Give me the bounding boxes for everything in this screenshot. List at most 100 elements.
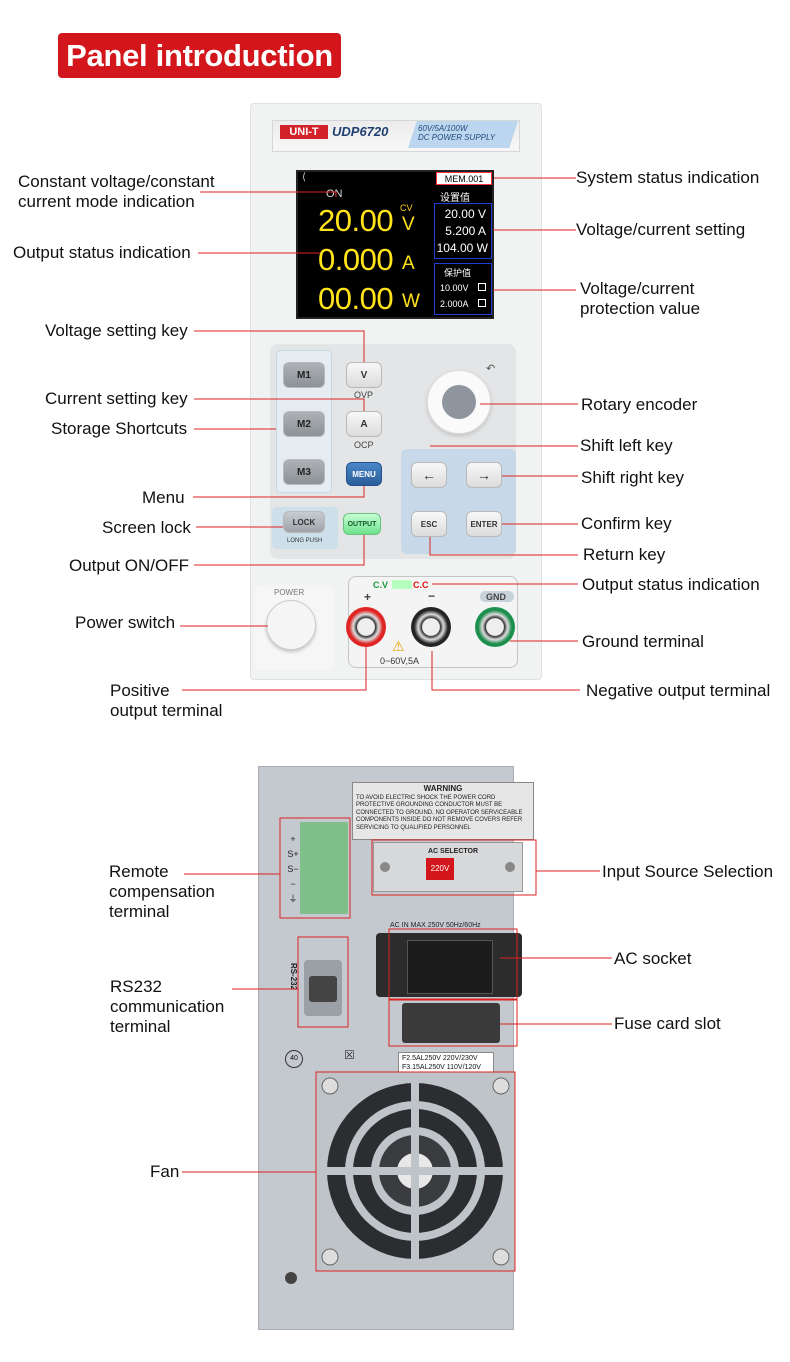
encoder-icon: ↶ <box>486 363 496 375</box>
label-ground: Ground terminal <box>582 632 704 651</box>
label-menu: Menu <box>142 488 185 507</box>
voltage-reading: 20.00 <box>318 203 394 238</box>
fuse-slot[interactable] <box>402 1003 500 1043</box>
label-input-source: Input Source Selection <box>602 862 774 881</box>
warning-label: WARNING TO AVOID ELECTRIC SHOCK THE POWE… <box>352 782 534 840</box>
output-status: ON <box>326 188 343 200</box>
ac-selector-switch[interactable]: 220V <box>426 858 454 880</box>
esc-button[interactable]: ESC <box>411 511 447 537</box>
terminal-labels: + S+ S− − ⏚ <box>287 834 299 904</box>
ocp-label: OCP <box>354 440 374 450</box>
negative-terminal[interactable] <box>411 607 451 647</box>
m1-button[interactable]: M1 <box>283 362 325 388</box>
m3-button[interactable]: M3 <box>283 459 325 485</box>
enter-button[interactable]: ENTER <box>466 511 502 537</box>
label-remote: Remote compensation terminal <box>109 862 215 921</box>
power-label: POWER <box>274 588 305 597</box>
ac-in-label: AC IN MAX 250V 50Hz/60Hz <box>390 922 481 929</box>
protection-title: 保护值 <box>444 268 472 278</box>
set-voltage: 20.00 V <box>444 207 486 221</box>
cv-led <box>392 580 412 589</box>
set-title: 设置值 <box>440 193 470 204</box>
ac-selector-title: AC SELECTOR <box>428 848 479 855</box>
protection-voltage: 10.00V <box>440 283 469 293</box>
label-power-switch: Power switch <box>75 613 176 632</box>
warning-title: WARNING <box>423 784 463 793</box>
spec-line2: DC POWER SUPPLY <box>418 133 496 142</box>
socket-inlet <box>407 940 493 994</box>
cv-indicator: C.V <box>373 580 389 590</box>
label-vc-setting: Voltage/current setting <box>576 220 746 239</box>
range-label: 0~60V,5A <box>380 656 419 666</box>
label-voltage-key: Voltage setting key <box>45 321 188 340</box>
brand-logo: UNI-T <box>280 125 328 139</box>
label-confirm: Confirm key <box>581 514 672 533</box>
model-name: UDP6720 <box>332 124 389 139</box>
label-output-status-2: Output status indication <box>582 575 760 594</box>
spec-badge: 60V/5A/100W DC POWER SUPPLY <box>408 121 518 148</box>
label-rs232: RS232 communication terminal <box>110 977 225 1036</box>
long-push-label: LONG PUSH <box>287 538 323 544</box>
shift-left-button[interactable]: ← <box>411 462 447 488</box>
checkbox-icon <box>478 283 486 291</box>
label-fuse: Fuse card slot <box>614 1014 721 1033</box>
label-shift-right: Shift right key <box>581 468 684 487</box>
weee-icon: ☒ <box>344 1048 355 1062</box>
label-vc-protection: Voltage/current protection value <box>580 279 701 318</box>
m2-button[interactable]: M2 <box>283 411 325 437</box>
mode-indicator: CV <box>400 203 413 213</box>
voltage-unit: V <box>402 214 415 235</box>
memory-indicator: MEM.001 <box>436 172 492 185</box>
label-cv-cc-mode: Constant voltage/constant current mode i… <box>18 172 215 211</box>
current-unit: A <box>402 253 415 274</box>
fan-icon <box>321 1077 510 1266</box>
cc-indicator: C.C <box>413 580 429 590</box>
minus-label: − <box>428 589 436 603</box>
lock-button[interactable]: LOCK <box>283 511 325 533</box>
back-arrow-icon: ⟨ <box>302 172 306 183</box>
label-rotary: Rotary encoder <box>581 395 698 414</box>
label-output-status: Output status indication <box>13 243 191 262</box>
current-button[interactable]: A <box>346 411 382 437</box>
power-unit: W <box>402 291 420 312</box>
menu-button[interactable]: MENU <box>346 462 382 486</box>
power-switch[interactable] <box>266 600 316 650</box>
fuse-line2: F3.15AL250V 110V/120V <box>402 1064 481 1071</box>
gnd-badge <box>480 591 514 602</box>
output-button[interactable]: OUTPUT <box>343 513 381 535</box>
protection-current: 2.000A <box>440 299 469 309</box>
label-shift-left: Shift left key <box>580 436 673 455</box>
positive-terminal[interactable] <box>346 607 386 647</box>
page-title: Panel introduction <box>58 33 341 78</box>
set-power: 104.00 W <box>436 241 488 255</box>
label-storage: Storage Shortcuts <box>51 419 188 438</box>
current-reading: 0.000 <box>318 242 394 277</box>
label-positive: Positive output terminal <box>110 681 223 720</box>
label-output-onoff: Output ON/OFF <box>69 556 189 575</box>
gnd-label: GND <box>486 592 506 602</box>
shift-right-button[interactable]: → <box>466 462 502 488</box>
ground-screw-icon <box>285 1272 297 1284</box>
label-system-status: System status indication <box>576 168 760 187</box>
eco-icon: 40 <box>285 1050 303 1068</box>
label-return: Return key <box>583 545 666 564</box>
plus-label: + <box>364 590 372 604</box>
encoder-center <box>442 385 476 419</box>
set-box <box>434 203 492 259</box>
power-reading: 00.00 <box>318 281 394 316</box>
ground-terminal[interactable] <box>475 607 515 647</box>
label-current-key: Current setting key <box>45 389 188 408</box>
voltage-button[interactable]: V <box>346 362 382 388</box>
label-ac-socket: AC socket <box>614 949 692 968</box>
warning-text: TO AVOID ELECTRIC SHOCK THE POWER CORD P… <box>356 794 523 831</box>
set-current: 5.200 A <box>445 224 486 238</box>
screw-icon <box>505 862 515 872</box>
label-screen-lock: Screen lock <box>102 518 191 537</box>
checkbox-icon <box>478 299 486 307</box>
remote-terminal-block[interactable] <box>300 822 348 914</box>
ovp-label: OVP <box>354 390 374 400</box>
db9-connector <box>309 976 337 1002</box>
label-negative: Negative output terminal <box>586 681 771 700</box>
label-fan: Fan <box>150 1162 180 1181</box>
